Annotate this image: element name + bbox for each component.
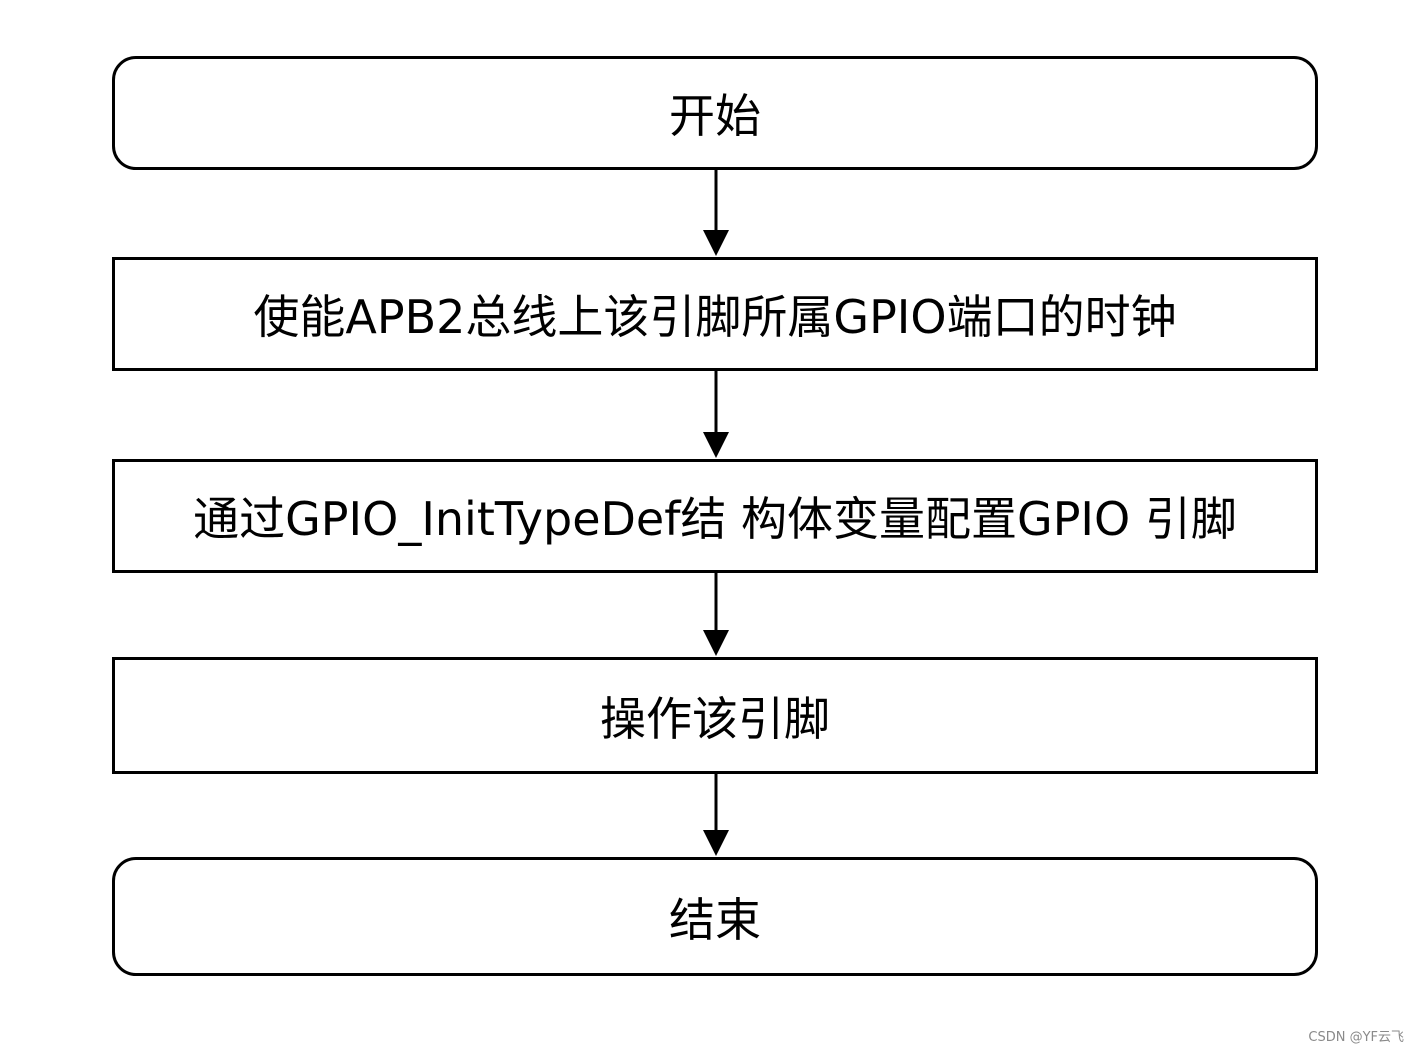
arrow-enable-clock-to-config-pin xyxy=(703,371,729,458)
start-label: 开始 xyxy=(669,89,761,143)
watermark-text: CSDN @YF云飞 xyxy=(1308,1030,1404,1045)
start-node: 开始 xyxy=(112,56,1318,170)
operate-pin-node: 操作该引脚 xyxy=(112,657,1318,774)
operate-pin-label: 操作该引脚 xyxy=(600,691,830,746)
config-pin-node: 通过GPIO_InitTypeDef结 构体变量配置GPIO 引脚 xyxy=(112,459,1318,573)
end-label: 结束 xyxy=(669,892,761,947)
config-pin-label: 通过GPIO_InitTypeDef结 构体变量配置GPIO 引脚 xyxy=(193,492,1237,546)
end-node: 结束 xyxy=(112,857,1318,976)
arrow-start-to-enable-clock xyxy=(703,170,729,256)
arrow-operate-pin-to-end xyxy=(703,774,729,856)
enable-clock-label: 使能APB2总线上该引脚所属GPIO端口的时钟 xyxy=(253,290,1177,344)
arrow-config-pin-to-operate-pin xyxy=(703,573,729,656)
enable-clock-node: 使能APB2总线上该引脚所属GPIO端口的时钟 xyxy=(112,257,1318,371)
